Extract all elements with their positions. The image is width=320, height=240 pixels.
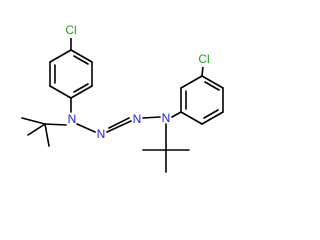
atom-label-n2: N bbox=[97, 127, 106, 141]
aromatic-inner-bond bbox=[204, 81, 220, 91]
atom-cl-right: Cl bbox=[193, 51, 215, 67]
aromatic-inner-bond bbox=[73, 55, 89, 65]
bond-n2-n3-double bbox=[108, 117, 130, 129]
bond bbox=[49, 85, 72, 99]
atom-n3: N bbox=[133, 112, 142, 126]
atom-label-n3: N bbox=[133, 112, 142, 126]
bond bbox=[21, 117, 46, 125]
bond bbox=[180, 111, 203, 125]
bond-n3-n4 bbox=[142, 116, 161, 119]
aromatic-inner-bond bbox=[73, 83, 89, 93]
bond bbox=[180, 75, 203, 89]
bond bbox=[201, 111, 224, 125]
bond bbox=[44, 123, 67, 126]
left-tert-butyl bbox=[21, 117, 67, 147]
bond bbox=[70, 49, 93, 63]
bond-n1-n2 bbox=[76, 123, 96, 133]
structure-diagram: Cl Cl N N N N bbox=[21, 22, 224, 173]
bond bbox=[27, 123, 46, 136]
atom-cl-top: Cl bbox=[60, 22, 82, 38]
right-phenyl-ring bbox=[180, 75, 224, 125]
atom-n1: N bbox=[68, 112, 77, 126]
nitrogen-chain bbox=[76, 116, 161, 133]
bond bbox=[49, 49, 72, 63]
atom-label-n4: N bbox=[162, 111, 171, 125]
bond-c-cl-right bbox=[201, 65, 204, 77]
bond-n4-ring bbox=[171, 111, 182, 118]
right-tert-butyl bbox=[142, 123, 190, 173]
aromatic-inner-bond bbox=[203, 109, 219, 119]
atom-n4: N bbox=[162, 111, 171, 125]
atom-label-cl-top: Cl bbox=[65, 23, 76, 37]
bond-n2-n3 bbox=[106, 120, 132, 133]
atom-label-cl-right: Cl bbox=[198, 52, 209, 66]
atom-n2: N bbox=[97, 127, 106, 141]
bond bbox=[70, 85, 93, 99]
atom-label-n1: N bbox=[68, 112, 77, 126]
left-phenyl-ring bbox=[49, 49, 93, 99]
bond bbox=[201, 75, 224, 89]
bond bbox=[44, 123, 50, 147]
